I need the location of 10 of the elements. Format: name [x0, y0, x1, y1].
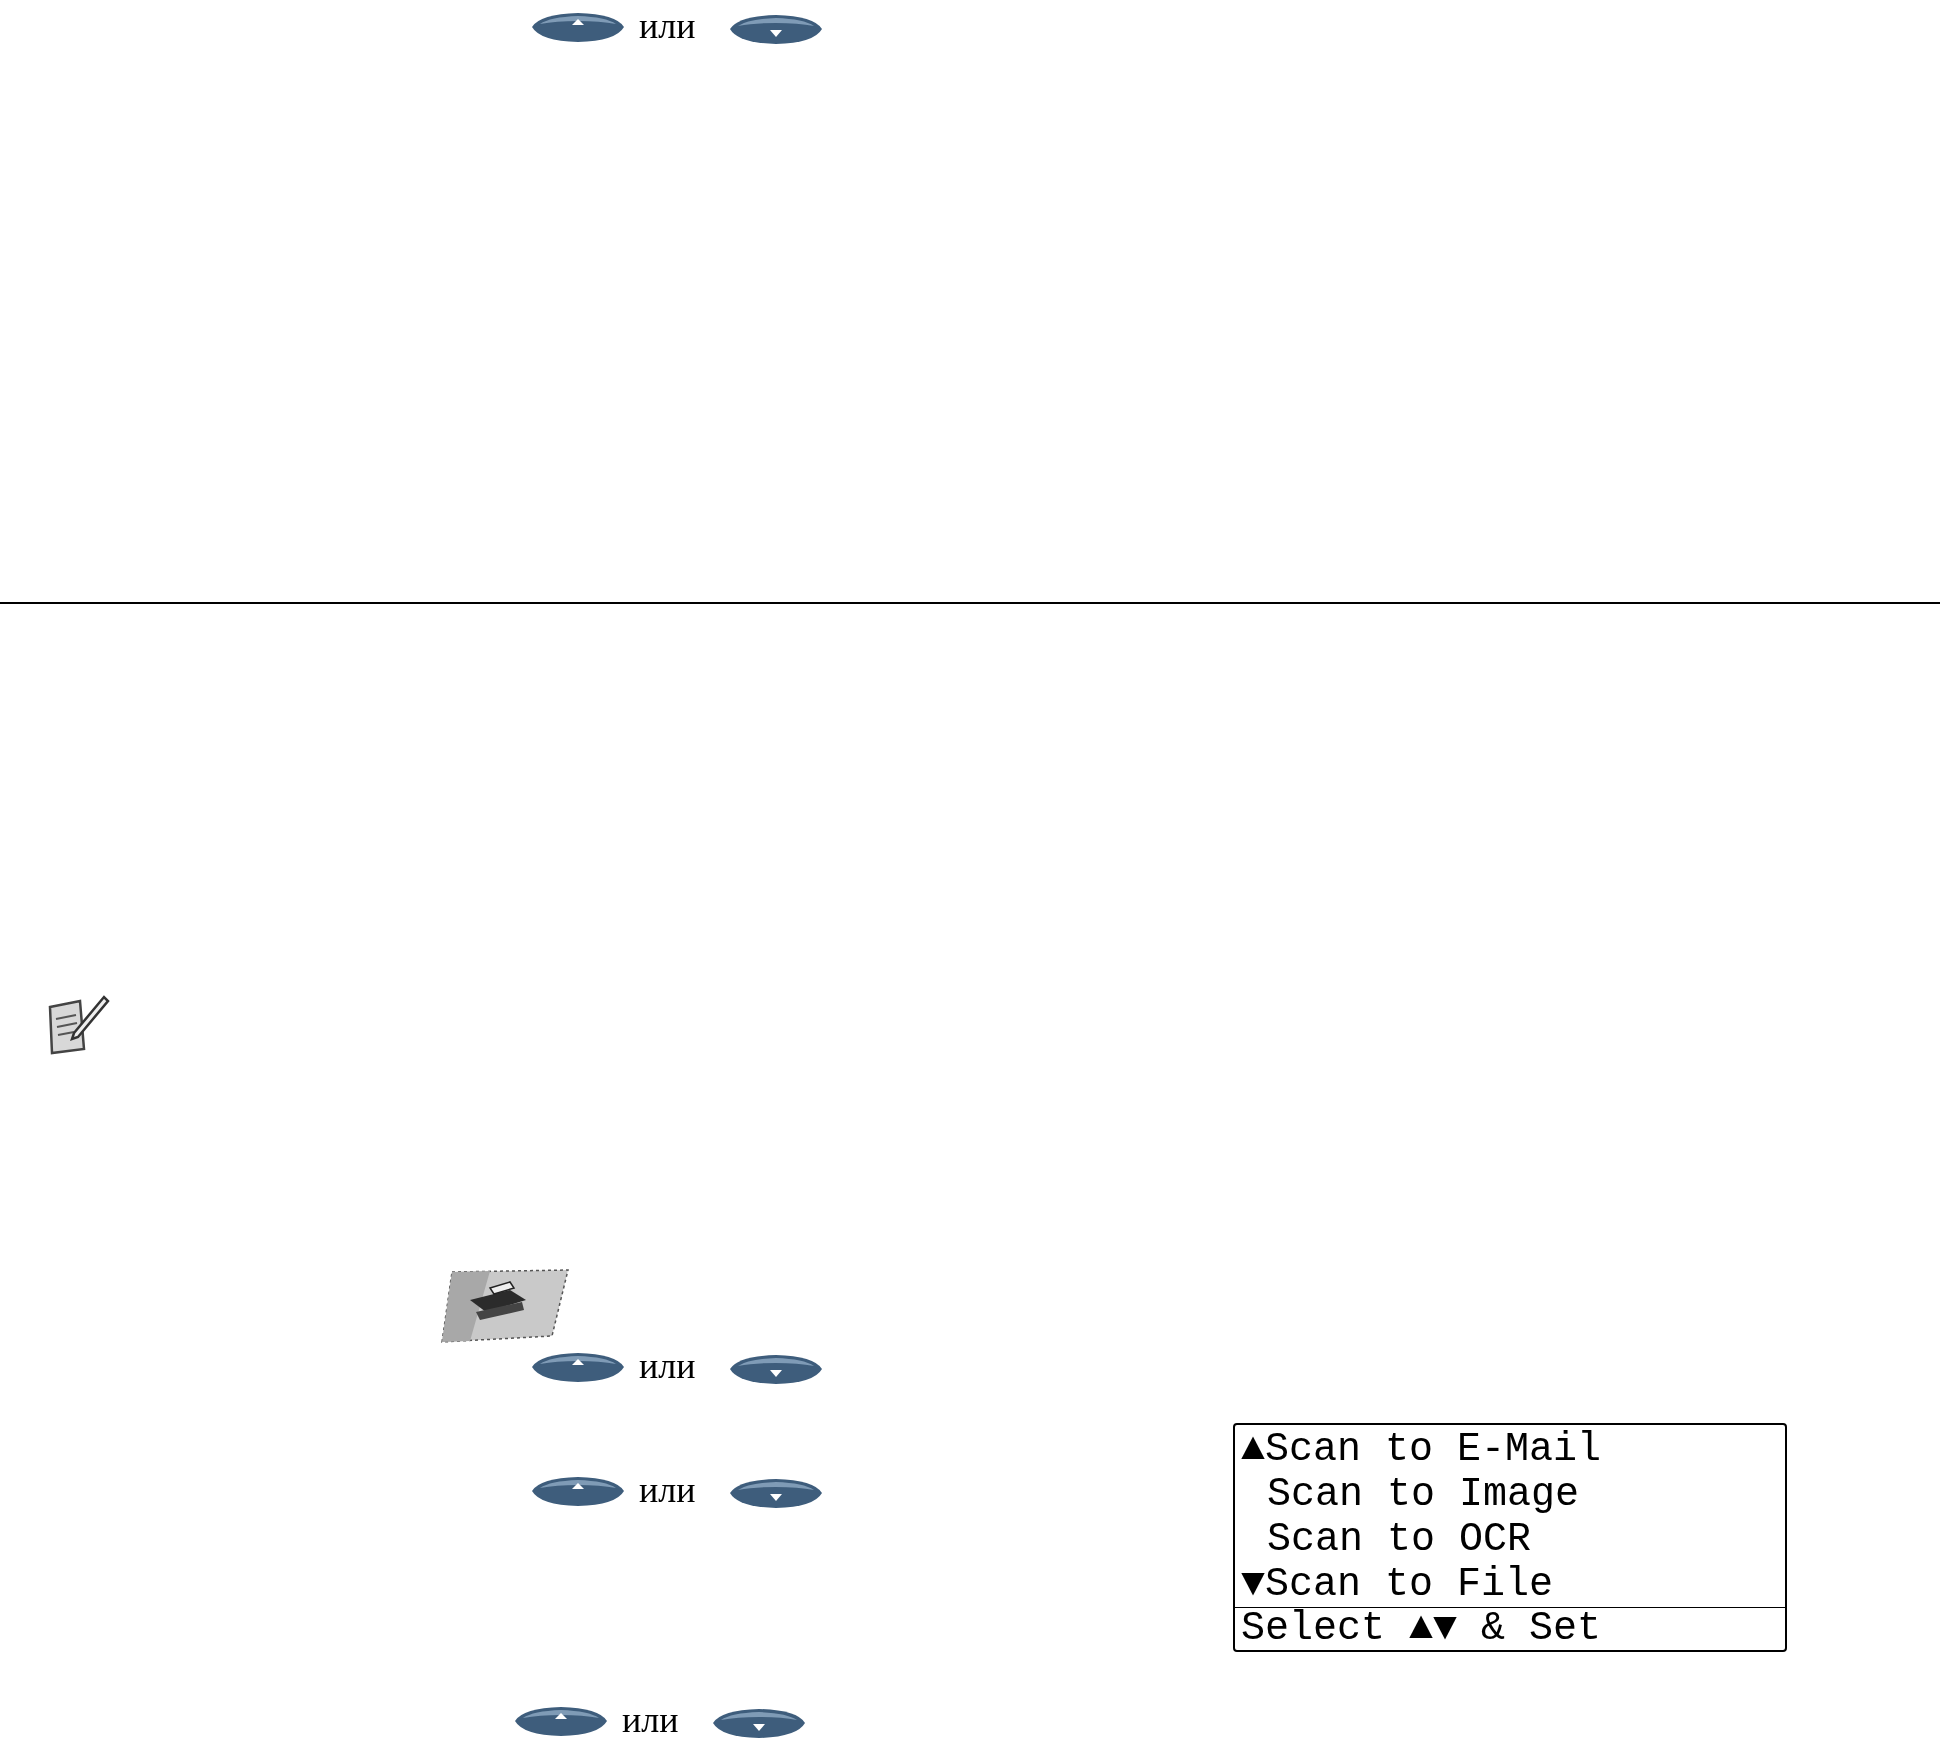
menu-line: ▲Scan to E-Mail	[1241, 1427, 1603, 1472]
or-text: или	[639, 1346, 696, 1386]
menu-line: Scan to OCR	[1266, 1517, 1533, 1562]
lcd-display	[1233, 1423, 1787, 1652]
status-line: Select ▲▼ & Set	[1240, 1608, 1603, 1650]
menu-line: ▼Scan to File	[1241, 1562, 1555, 1607]
or-text: или	[639, 1470, 696, 1510]
or-text: или	[622, 1700, 679, 1740]
or-text: или	[639, 6, 696, 46]
menu-line: Scan to Image	[1266, 1472, 1581, 1517]
